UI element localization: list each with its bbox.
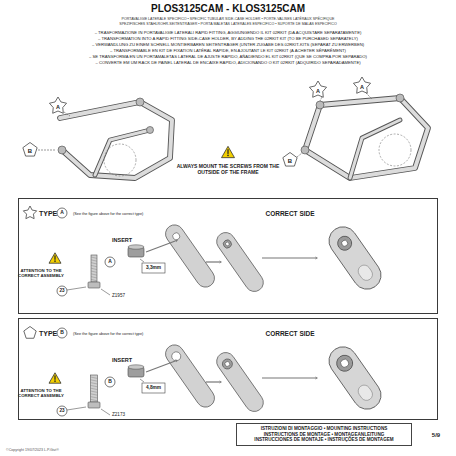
- part-code: Z1957: [112, 293, 125, 298]
- page-number: 5/9: [432, 432, 440, 439]
- callout-number: B: [60, 330, 64, 336]
- side-frame: [58, 98, 172, 178]
- callout-number: B: [108, 379, 112, 385]
- pentagon-mark: [23, 143, 37, 157]
- panel-heading: TYPE: [39, 210, 57, 218]
- footer-text: ISTRUZIONI DI MONTAGGIO • MOUNTING INSTR…: [245, 426, 403, 443]
- tube-outline: [350, 120, 400, 178]
- callout-circle: [105, 257, 115, 267]
- dimension-box: [142, 383, 165, 393]
- motion-arrow: [146, 360, 178, 372]
- sheet-title: PLOS3125CAM - KLOS3125CAM: [151, 3, 305, 15]
- footer-box: ISTRUZIONI DI MONTAGGIO • MOUNTING INSTR…: [236, 423, 412, 446]
- motion-arrow: [206, 381, 222, 384]
- callout-number: A: [56, 103, 60, 109]
- instruction-text: ATTENTION TO THE CORRECT ASSEMBLY: [14, 269, 68, 279]
- warning-sign: [49, 253, 61, 263]
- motion-arrow: [262, 377, 318, 380]
- type-panel: TYPE (See the figure above for the correc…: [18, 318, 438, 420]
- leader-line: [366, 93, 372, 99]
- callout-number: 23: [59, 408, 64, 413]
- callout-circle: [105, 377, 115, 387]
- callout-circle: [57, 208, 67, 218]
- callout-number: B: [288, 157, 292, 164]
- assembly-detail: [88, 341, 387, 415]
- star-mark: [23, 206, 36, 219]
- side-frame: [301, 94, 428, 178]
- callout-number: A: [108, 259, 112, 265]
- leader-line: [320, 97, 322, 101]
- pentagon-mark: [24, 327, 36, 339]
- tube-body: [305, 98, 428, 178]
- panel-note: (See the figure above for the correct ty…: [73, 332, 143, 336]
- panel-heading: TYPE: [39, 330, 57, 338]
- callout-circle: [57, 406, 67, 416]
- type-panel: TYPE (See the figure above for the correc…: [18, 198, 438, 314]
- leader-line: [38, 150, 56, 151]
- kit-note: – SE TRANSFORMA EN UN PORTAMALETAS LATER…: [89, 55, 367, 60]
- callout-number: A: [360, 83, 364, 89]
- instruction-text: ATTENTION TO THE CORRECT ASSEMBLY: [14, 389, 68, 399]
- star-mark: [353, 77, 370, 93]
- dimension: 3,3mm: [146, 265, 161, 271]
- copyright: ©Copyright 19/07/2023 L.P.Givi®: [6, 448, 59, 452]
- instruction-text: INSERT: [112, 237, 132, 243]
- panel-note: (See the figure above for the correct ty…: [73, 212, 143, 216]
- callout-number: B: [28, 147, 32, 154]
- leader-line: [67, 287, 86, 290]
- kit-note: – VERWANDLUNG ZU EINEM SCHNELL MONTIERBA…: [92, 43, 364, 48]
- kit-note: – TRANSFORMATION INTO A RAPID FITTING SI…: [98, 37, 358, 42]
- tube-body: [350, 120, 400, 178]
- kit-note: – CONVERTE EM UM RACK DE PAINEL LATERAL …: [95, 61, 360, 66]
- star-mark: [49, 97, 66, 113]
- callout-circle: [57, 328, 67, 338]
- pentagon-mark: [283, 153, 297, 167]
- kit-note: – TRANSFORMABLE EN KIT DE FIXATION LATÉR…: [110, 49, 346, 54]
- dimension-box: [142, 263, 165, 273]
- leader-line: [101, 289, 110, 295]
- motion-arrow: [206, 261, 222, 264]
- part-code: Z2173: [112, 412, 125, 417]
- instruction-text: ALWAYS MOUNT THE SCREWS FROM THE OUTSIDE…: [176, 164, 280, 176]
- assembly-detail: [88, 221, 387, 295]
- callout-number: 23: [59, 288, 64, 293]
- leader-line: [64, 112, 70, 116]
- kit-note: – TRASFORMAZIONE IN PORTAVALIGIE LATERAL…: [95, 31, 362, 36]
- tube-outline: [305, 98, 428, 178]
- motion-arrow: [262, 257, 318, 260]
- leader-line: [140, 379, 144, 382]
- leader-line: [297, 153, 302, 157]
- detail-circle: [104, 144, 136, 176]
- product-description: PORTAVALIGIE LATERALE SPECIFICO • SPECIF…: [122, 17, 335, 21]
- warning-sign: [222, 146, 235, 157]
- motion-arrow: [146, 240, 178, 252]
- dimension: 4,8mm: [146, 385, 161, 391]
- callout-circle: [57, 286, 67, 296]
- leader-line: [140, 259, 144, 262]
- callout-number: A: [316, 87, 320, 93]
- tube-outline: [95, 130, 150, 175]
- tube-body: [95, 130, 150, 175]
- instruction-text: CORRECT SIDE: [265, 330, 314, 337]
- detail-circle: [379, 134, 411, 166]
- product-description: SPEZIFISCHES STAHLROHR-SEITENTRÄGER • PO…: [119, 22, 336, 26]
- tube-outline: [60, 102, 172, 178]
- leader-line: [101, 409, 110, 415]
- leader-line: [67, 407, 86, 410]
- star-mark: [309, 81, 326, 97]
- instruction-text: INSERT: [112, 357, 132, 363]
- warning-sign: [49, 373, 61, 383]
- callout-number: A: [60, 210, 64, 216]
- instruction-text: CORRECT SIDE: [265, 210, 314, 217]
- tube-body: [60, 102, 172, 178]
